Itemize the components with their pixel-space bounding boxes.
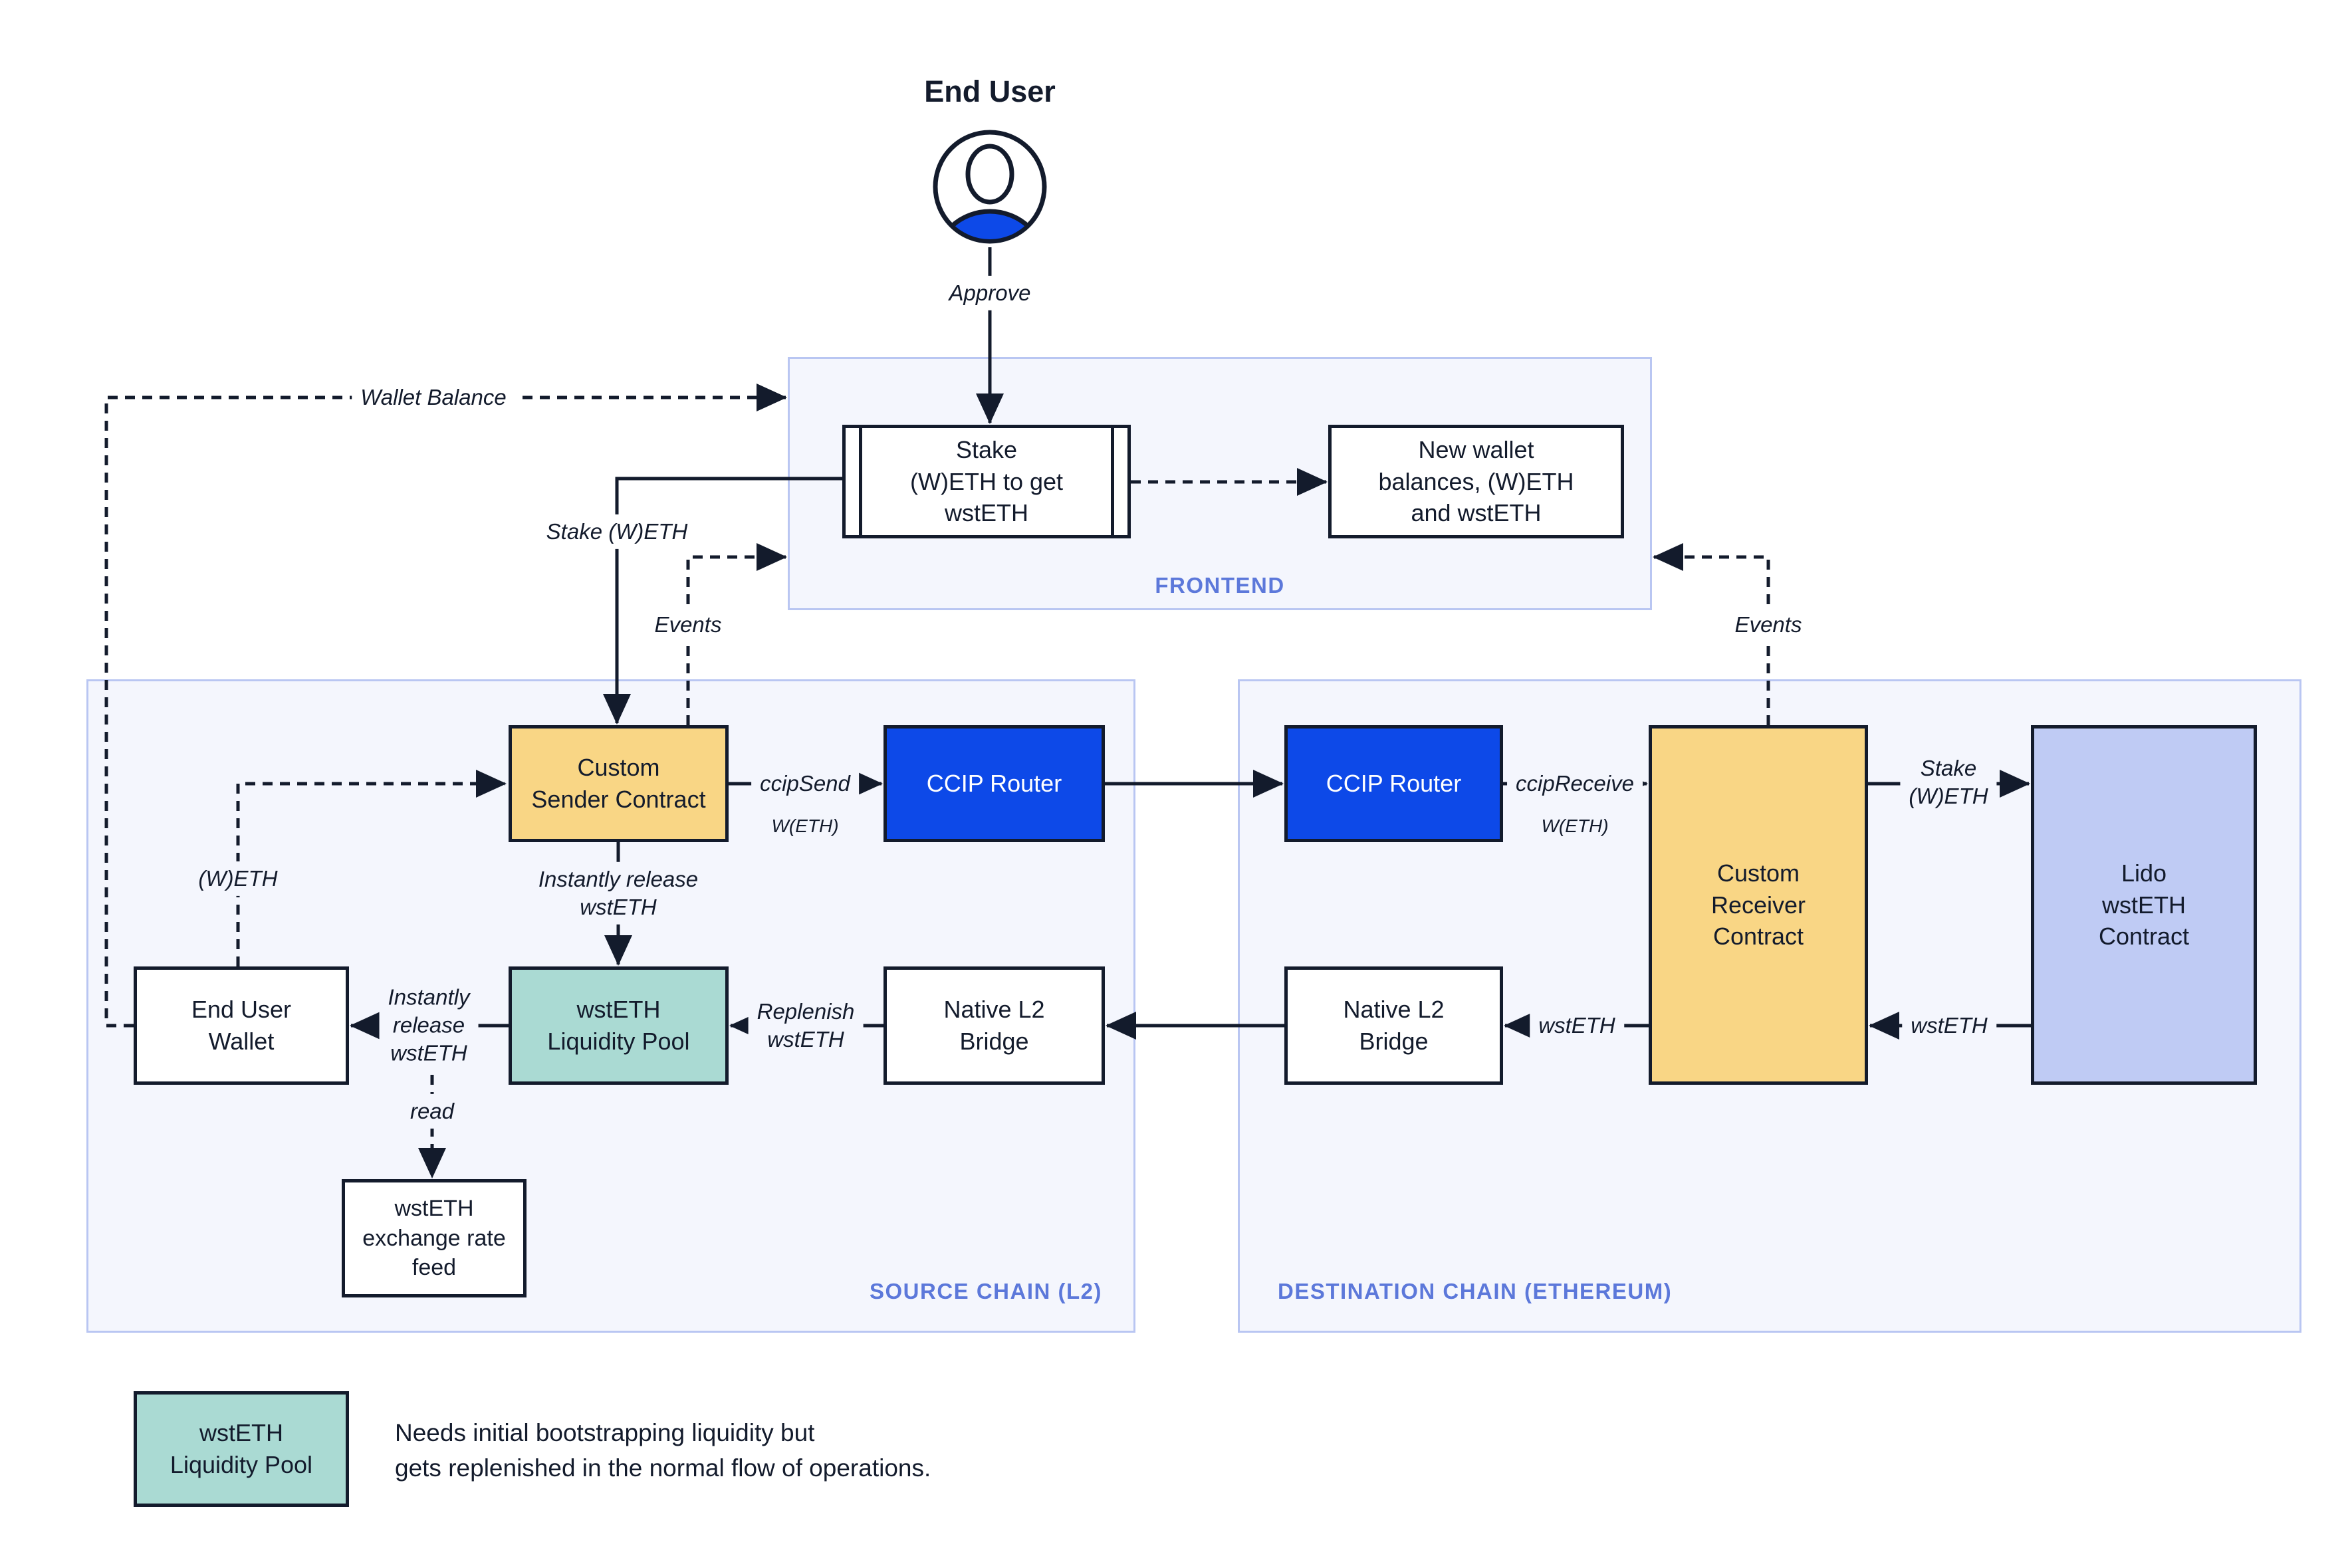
node-stake-widget: Stake (W)ETH to get wstETH <box>842 425 1131 538</box>
edge-label-ccip-receive: ccipReceive <box>1507 766 1643 802</box>
node-label: Custom Sender Contract <box>531 754 706 813</box>
edge-label-stake-weth-source: Stake (W)ETH <box>537 514 697 550</box>
node-label: Native L2 Bridge <box>943 996 1045 1055</box>
node-label: wstETH exchange rate feed <box>362 1195 506 1281</box>
legend-note: Needs initial bootstrapping liquidity bu… <box>395 1419 931 1482</box>
node-label: New wallet balances, (W)ETH and wstETH <box>1378 436 1574 527</box>
node-label: Native L2 Bridge <box>1343 996 1445 1055</box>
edge-label-ccip-send: ccipSend <box>751 766 859 802</box>
edge-wallet-balance <box>104 384 787 1028</box>
node-label: CCIP Router <box>926 770 1062 798</box>
node-wsteth-exchange-rate-feed: wstETH exchange rate feed <box>342 1179 527 1297</box>
node-label: Custom Receiver Contract <box>1710 859 1806 951</box>
source-chain-panel-label: SOURCE CHAIN (L2) <box>869 1279 1102 1303</box>
edge-stake-weth-source <box>603 477 842 725</box>
edge-label-approve: Approve <box>940 275 1040 311</box>
edge-label-instant-release-vertical: Instantly release wstETH <box>529 861 707 925</box>
node-native-l2-bridge-source: Native L2 Bridge <box>883 966 1105 1085</box>
node-lido-wsteth-contract: Lido wstETH Contract <box>2031 725 2257 1085</box>
legend-liquidity-pool-swatch: wstETH Liquidity Pool <box>134 1391 349 1507</box>
node-ccip-router-destination: CCIP Router <box>1284 725 1503 842</box>
legend-swatch-label: wstETH Liquidity Pool <box>170 1419 313 1478</box>
end-user-title: End User <box>924 74 1056 108</box>
edge-label-wsteth-to-receiver: wstETH <box>1902 1008 1996 1044</box>
subroutine-bar-left <box>859 428 862 535</box>
subroutine-bar-right <box>1111 428 1114 535</box>
edge-label-stake-weth-destination: Stake (W)ETH <box>1900 750 1997 814</box>
edge-label-weth: (W)ETH <box>189 861 287 897</box>
edge-label-wallet-balance: Wallet Balance <box>352 380 515 415</box>
edge-label-read: read <box>401 1093 463 1129</box>
node-label: CCIP Router <box>1326 770 1462 798</box>
node-label: End User Wallet <box>191 996 292 1055</box>
node-label: Lido wstETH Contract <box>2098 859 2190 951</box>
edge-label-events-source: Events <box>646 607 731 643</box>
node-custom-sender-contract: Custom Sender Contract <box>509 725 729 842</box>
edge-events-source <box>686 543 787 725</box>
node-label: Stake (W)ETH to get wstETH <box>909 436 1064 527</box>
node-native-l2-bridge-destination: Native L2 Bridge <box>1284 966 1503 1085</box>
node-new-wallet: New wallet balances, (W)ETH and wstETH <box>1328 425 1624 538</box>
node-wsteth-liquidity-pool: wstETH Liquidity Pool <box>509 966 729 1085</box>
edge-label-wsteth-to-bridge: wstETH <box>1530 1008 1624 1044</box>
edge-events-destination <box>1653 543 1770 725</box>
edge-weth-wallet-to-sender <box>236 770 507 966</box>
edge-label-replenish: Replenish wstETH <box>748 994 864 1058</box>
node-end-user-wallet: End User Wallet <box>134 966 349 1085</box>
node-label: wstETH Liquidity Pool <box>547 996 690 1055</box>
destination-chain-panel-label: DESTINATION CHAIN (ETHEREUM) <box>1278 1279 1673 1303</box>
edge-label-instant-release-horizontal: Instantly release wstETH <box>379 980 479 1071</box>
node-custom-receiver-contract: Custom Receiver Contract <box>1649 725 1868 1085</box>
edge-label-ccip-receive-token: W(ETH) <box>1534 813 1615 840</box>
node-ccip-router-source: CCIP Router <box>883 725 1105 842</box>
edge-label-ccip-send-token: W(ETH) <box>764 813 846 840</box>
edge-label-events-destination: Events <box>1726 607 1811 643</box>
frontend-panel-label: FRONTEND <box>1155 573 1285 598</box>
